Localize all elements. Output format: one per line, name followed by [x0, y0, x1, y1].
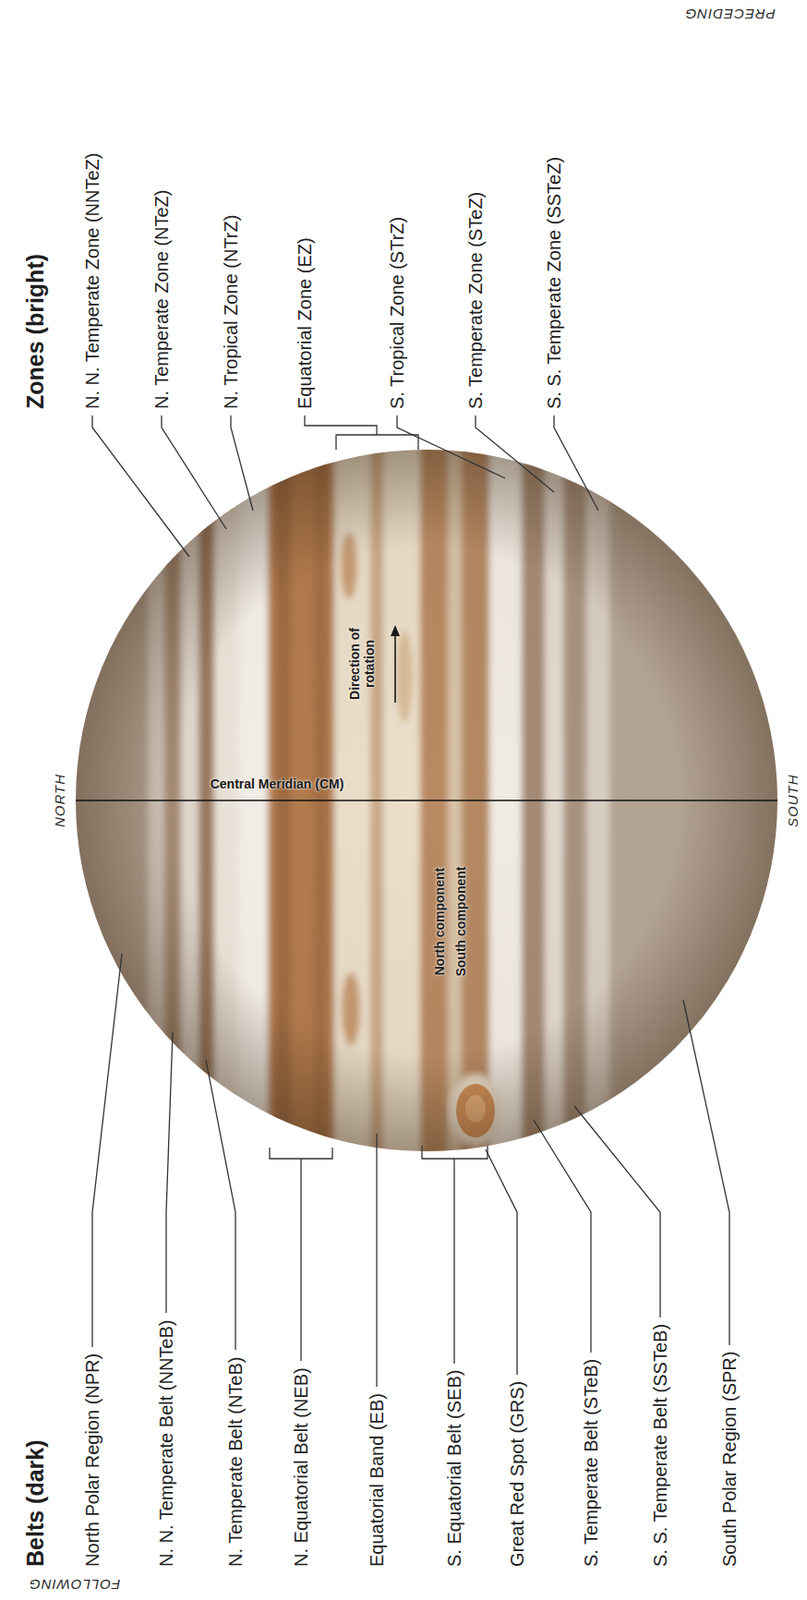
leader-line: [453, 1158, 455, 1364]
leader-line: [554, 415, 599, 511]
leader-line: [475, 415, 555, 493]
feature-label: Direction of rotation: [347, 612, 377, 716]
leader-line: [304, 415, 377, 435]
planet-base: [64, 427, 795, 1167]
direction-label: SOUTH: [784, 774, 801, 829]
band-label: North Polar Region (NPR): [82, 1353, 104, 1567]
seb-bracket: [421, 1145, 488, 1159]
band-label: N. Equatorial Belt (NEB): [290, 1367, 313, 1567]
column-heading: Belts (dark): [22, 1439, 49, 1567]
leader-line: [300, 1158, 302, 1362]
planet-disk: [55, 427, 795, 1167]
leader-line: [161, 415, 227, 530]
feature-label: North component: [432, 867, 447, 976]
band-label: N. N. Temperate Zone (NNTeZ): [82, 153, 104, 410]
cloud-bands: [55, 427, 795, 1167]
feature-label: Central Meridian (CM): [210, 776, 345, 792]
band-label: S. Temperate Belt (STeB): [580, 1359, 603, 1567]
central-meridian-line: [75, 799, 778, 802]
ez-bracket: [336, 434, 419, 450]
leader-line: [683, 999, 730, 1346]
direction-label: PRECEDING: [684, 5, 775, 22]
rotation-arrow: [390, 625, 400, 703]
band-label: N. Temperate Zone (NTeZ): [151, 190, 173, 410]
leader-line: [375, 1133, 377, 1387]
column-heading: Zones (bright): [22, 253, 49, 410]
brackets: [269, 434, 488, 1159]
band-label: South Polar Region (SPR): [719, 1351, 741, 1567]
band-label: Equatorial Band (EB): [366, 1393, 388, 1567]
leader-line: [574, 1106, 661, 1318]
leader-line: [230, 415, 253, 511]
direction-label: NORTH: [51, 773, 68, 828]
band-label: S. S. Temperate Belt (SSTeB): [650, 1324, 672, 1567]
neb-bracket: [269, 1147, 333, 1159]
band-label: N. Tropical Zone (NTrZ): [220, 215, 242, 410]
leader-line: [205, 1059, 236, 1350]
arrow-shaft: [394, 634, 397, 703]
band-label: N. Temperate Belt (NTeB): [225, 1357, 247, 1568]
leader-line: [92, 415, 190, 557]
band-label: Equatorial Zone (EZ): [294, 237, 316, 410]
leader-line: [533, 1120, 591, 1353]
band-label: S. Equatorial Belt (SEB): [444, 1370, 466, 1567]
leader-line: [397, 415, 506, 479]
band-label: Great Red Spot (GRS): [506, 1381, 529, 1567]
band-label: S. Tropical Zone (STrZ): [386, 216, 409, 410]
leader-line: [166, 1032, 173, 1313]
band-label: S. Temperate Zone (STeZ): [465, 192, 487, 410]
leader-line: [92, 953, 122, 1348]
arrow-head: [390, 625, 400, 637]
band-label: S. S. Temperate Zone (SSTeZ): [543, 156, 566, 410]
direction-label: FOLLOWING: [28, 1577, 121, 1593]
leader-line: [485, 1149, 518, 1375]
limb-darkening: [75, 449, 778, 1152]
band-label: N. N. Temperate Belt (NNTeB): [156, 1320, 178, 1568]
feature-label: South component: [453, 867, 469, 977]
